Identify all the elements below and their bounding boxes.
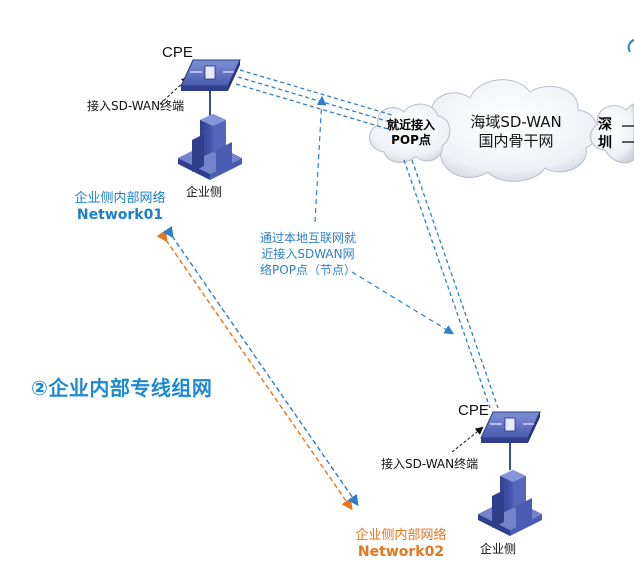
network01-label: 企业侧内部网络 Network01 [60, 191, 180, 224]
backbone-cloud [421, 79, 598, 182]
backbone-cloud-label: 海域SD-WAN 国内骨干网 [450, 113, 582, 151]
building-top-label: 企业侧 [186, 185, 223, 199]
network02-line1: 企业侧内部网络 [355, 528, 447, 543]
pop-note-line3: 络POP点（节点） [260, 263, 356, 278]
cpe-bottom-note-arrow [451, 426, 484, 453]
city-cloud-line1: 深 [598, 117, 612, 133]
pop-note-line2: 近接入SDWAN网 [261, 247, 355, 262]
cpe-top-label: CPE [162, 44, 193, 61]
building-bottom-label: 企业侧 [480, 542, 517, 556]
pop-note-arrow-up [314, 95, 327, 223]
link-pop-to-cpe-bottom [403, 159, 499, 409]
building-bottom-icon [478, 470, 542, 536]
building-top-icon [178, 114, 242, 180]
cpe-top-note: 接入SD-WAN终端 [87, 99, 185, 113]
cpe-bottom-router-icon [480, 411, 541, 470]
network02-line2: Network02 [357, 543, 445, 560]
section-title: ②企业内部专线组网 [31, 376, 213, 400]
network02-label: 企业侧内部网络 Network02 [336, 528, 466, 561]
pop-note: 通过本地互联网就 近接入SDWAN网 络POP点（节点） [243, 230, 373, 279]
link-network01-to-network02 [156, 225, 359, 511]
partial-circle-icon [627, 39, 634, 53]
network01-line2: Network01 [76, 206, 164, 223]
pop-note-line1: 通过本地互联网就 [259, 231, 356, 245]
pop-cloud-label: 就近接入 POP点 [372, 118, 450, 148]
city-cloud [590, 103, 634, 164]
backbone-cloud-line1: 海域SD-WAN [470, 113, 562, 131]
pop-cloud-line1: 就近接入 [386, 118, 435, 132]
network01-line1: 企业侧内部网络 [74, 191, 166, 206]
cpe-top-router-icon [180, 59, 241, 118]
backbone-cloud-line2: 国内骨干网 [478, 131, 554, 150]
pop-note-arrow-down [351, 271, 455, 335]
pop-cloud [369, 103, 451, 163]
link-cpe-top-to-pop [235, 69, 393, 130]
city-cloud-line2: 圳 [598, 135, 612, 152]
cpe-bottom-label: CPE [458, 402, 489, 419]
city-arrows [622, 125, 634, 143]
cpe-bottom-note: 接入SD-WAN终端 [381, 457, 479, 471]
pop-cloud-line2: POP点 [391, 133, 431, 147]
city-cloud-label: 深 圳 [598, 116, 612, 152]
